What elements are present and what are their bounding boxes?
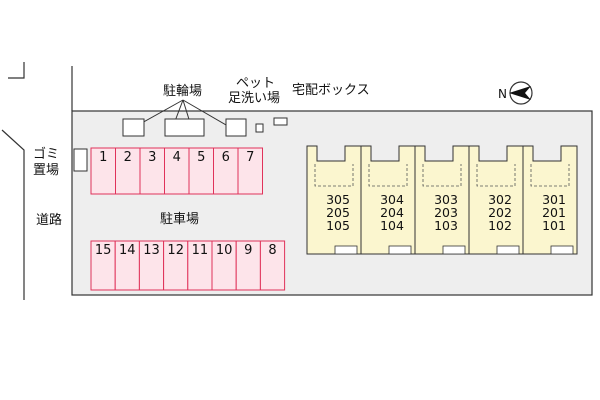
apartment-building: 3052051053042041043032031033022021023012…: [306, 145, 578, 255]
parking-space-number: 5: [197, 150, 205, 165]
road-label: 道路: [36, 212, 62, 228]
unit-entrance: [388, 245, 412, 255]
parking-space: 15: [90, 240, 116, 291]
unit-number: 201: [542, 205, 566, 220]
parking-label: 駐車場: [160, 212, 199, 227]
road-curve-line: [1, 129, 25, 300]
unit-number: 202: [488, 205, 512, 220]
unit-number: 303: [434, 192, 458, 207]
unit-number: 301: [542, 192, 566, 207]
parking-space: 8: [259, 240, 286, 291]
parking-space: 14: [114, 240, 140, 291]
parking-space: 3: [139, 147, 165, 195]
north-label: N: [498, 87, 507, 101]
pet-wash-label-line2: 足洗い場: [228, 91, 280, 106]
parking-space-number: 10: [216, 243, 233, 258]
pet-wash-label-line1: ペット: [236, 76, 275, 91]
garbage-label-line1: ゴミ: [33, 146, 59, 162]
parking-space: 13: [138, 240, 165, 291]
unit-number: 102: [488, 218, 512, 233]
parking-space-number: 7: [246, 150, 254, 165]
parking-space-number: 9: [244, 243, 252, 258]
bicycle-parking-label: 駐輪場: [163, 83, 202, 99]
parking-space-number: 3: [148, 150, 156, 165]
parking-space: 10: [211, 240, 237, 291]
garbage-label-line2: 置場: [33, 163, 59, 178]
delivery-box-label: 宅配ボックス: [292, 83, 370, 98]
unit-number: 101: [542, 218, 566, 233]
parking-row-bottom: 15 14 13 12 11 10 9 8: [90, 240, 286, 291]
unit-number: 203: [434, 205, 458, 220]
parking-space: 12: [163, 240, 189, 291]
parking-space-number: 15: [95, 243, 112, 258]
parking-space-number: 6: [222, 150, 230, 165]
parking-space-number: 14: [119, 243, 136, 258]
unit-entrance: [550, 245, 574, 255]
parking-space: 1: [90, 147, 116, 195]
parking-space-number: 11: [192, 243, 209, 258]
parking-space-number: 1: [99, 150, 107, 165]
bicycle-rack: [122, 118, 145, 137]
parking-space: 2: [115, 147, 141, 195]
unit-number: 105: [326, 218, 350, 233]
parking-space: 6: [213, 147, 239, 195]
bicycle-rack: [164, 118, 205, 137]
unit-entrance: [442, 245, 466, 255]
unit-number: 103: [434, 218, 458, 233]
unit-number: 304: [380, 192, 404, 207]
unit-entrance: [334, 245, 358, 255]
bicycle-rack: [225, 118, 247, 137]
pet-wash-area: [255, 123, 264, 133]
unit-number: 302: [488, 192, 512, 207]
delivery-box: [273, 117, 288, 126]
parking-space: 9: [235, 240, 261, 291]
unit-number: 305: [326, 192, 350, 207]
unit-number: 205: [326, 205, 350, 220]
parking-space-number: 8: [268, 243, 276, 258]
parking-space-number: 13: [143, 243, 160, 258]
north-compass: N: [498, 81, 533, 105]
parking-space-number: 4: [173, 150, 181, 165]
parking-space-number: 2: [124, 150, 132, 165]
garbage-area: [73, 148, 88, 172]
building-outline: [306, 145, 578, 255]
parking-space: 5: [188, 147, 214, 195]
unit-number: 104: [380, 218, 404, 233]
parking-space: 4: [164, 147, 190, 195]
parking-row-top: 1 2 3 4 5 6 7: [90, 147, 263, 195]
unit-number: 204: [380, 205, 404, 220]
unit-entrance: [496, 245, 520, 255]
parking-space: 7: [237, 147, 263, 195]
parking-space-number: 12: [167, 243, 184, 258]
corner-mark: [8, 62, 25, 79]
parking-space: 11: [187, 240, 213, 291]
